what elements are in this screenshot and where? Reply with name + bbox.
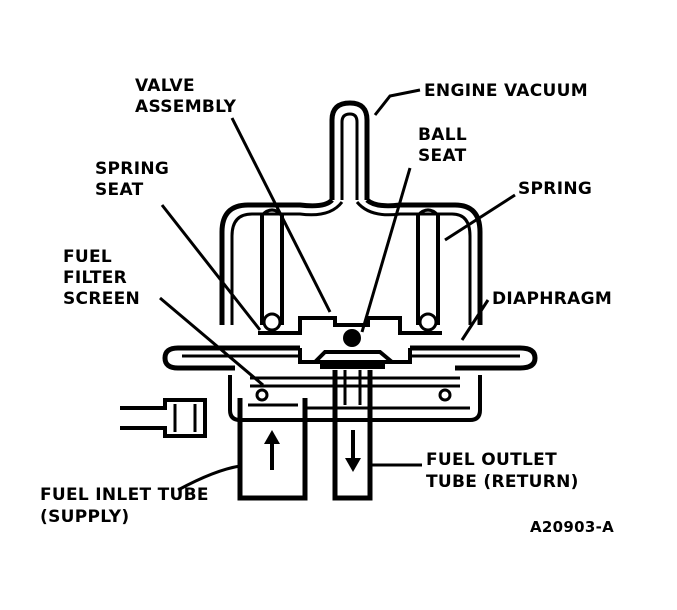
- label-ball-seat-line2: SEAT: [418, 146, 467, 166]
- label-fuel-filter-screen-line1: FUEL: [63, 247, 112, 267]
- mounting-bracket: [120, 398, 207, 438]
- spring-left: [260, 208, 284, 332]
- label-diaphragm-text: DIAPHRAGM: [492, 289, 612, 309]
- leader-lines: [159, 88, 516, 492]
- figure-id: A20903-A: [530, 518, 614, 536]
- label-fuel-outlet-tube-line1: FUEL OUTLET: [426, 450, 557, 470]
- vacuum-nipple: [329, 100, 370, 200]
- label-spring-seat: SPRING SEAT: [95, 159, 169, 200]
- label-valve-assembly-line2: ASSEMBLY: [135, 97, 237, 117]
- label-fuel-outlet-tube-line2: TUBE (RETURN): [426, 472, 579, 492]
- label-fuel-inlet-tube: FUEL INLET TUBE (SUPPLY): [40, 485, 209, 527]
- label-fuel-filter-screen-line2: FILTER: [63, 268, 127, 288]
- upper-housing: [219, 198, 483, 325]
- label-spring-seat-line1: SPRING: [95, 159, 169, 179]
- lower-housing: [228, 375, 482, 422]
- label-ball-seat-line1: BALL: [418, 125, 467, 145]
- ball-seat-assembly: [313, 329, 394, 369]
- label-fuel-filter-screen: FUEL FILTER SCREEN: [63, 247, 140, 309]
- figure-id-text: A20903-A: [530, 518, 614, 536]
- label-ball-seat: BALL SEAT: [418, 125, 467, 166]
- label-fuel-filter-screen-line3: SCREEN: [63, 289, 140, 309]
- outlet-tube: [332, 370, 373, 501]
- label-spring-text: SPRING: [518, 179, 592, 199]
- valve-assembly-plate: [258, 316, 442, 335]
- inlet-tube: [237, 398, 308, 501]
- label-fuel-inlet-tube-line1: FUEL INLET TUBE: [40, 485, 209, 505]
- label-spring: SPRING: [518, 179, 592, 199]
- label-fuel-outlet-tube: FUEL OUTLET TUBE (RETURN): [426, 450, 579, 492]
- label-engine-vacuum: ENGINE VACUUM: [424, 81, 588, 101]
- label-engine-vacuum-text: ENGINE VACUUM: [424, 81, 588, 101]
- label-spring-seat-line2: SEAT: [95, 180, 144, 200]
- diaphragm-flange: [162, 345, 538, 371]
- label-valve-assembly: VALVE ASSEMBLY: [135, 76, 237, 117]
- label-fuel-inlet-tube-line2: (SUPPLY): [40, 507, 129, 527]
- label-diaphragm: DIAPHRAGM: [492, 289, 612, 309]
- label-valve-assembly-line1: VALVE: [135, 76, 195, 96]
- spring-right: [416, 208, 440, 332]
